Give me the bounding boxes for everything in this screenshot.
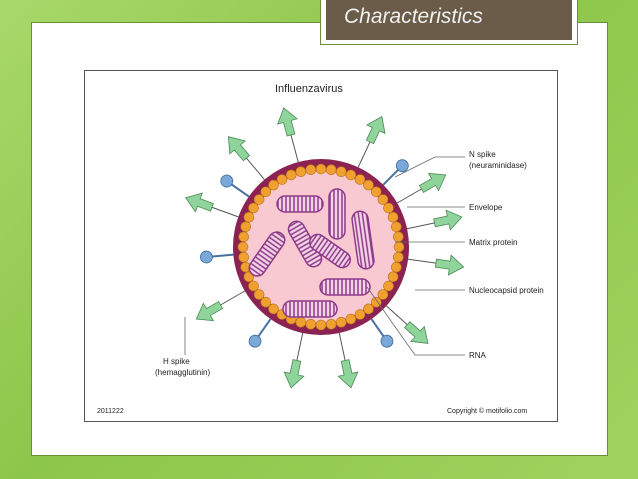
matrix-protein-ring [237, 163, 405, 331]
label-h-spike: H spike [163, 357, 190, 366]
h-spike [391, 165, 452, 213]
rna-segment [308, 233, 352, 269]
matrix-protein-bead [377, 289, 389, 300]
matrix-protein-bead [345, 169, 357, 181]
n-spike [377, 156, 412, 191]
copyright-text: Copyright © motifolio.com [447, 407, 527, 415]
matrix-protein-bead [285, 169, 297, 181]
matrix-protein-bead [387, 271, 399, 283]
matrix-protein-bead [363, 303, 374, 315]
matrix-protein-bead [354, 309, 366, 320]
matrix-protein-bead [390, 221, 402, 233]
matrix-protein-bead [335, 166, 347, 177]
n-spike [198, 247, 235, 265]
rna-segment [319, 278, 371, 296]
matrix-protein-bead [315, 319, 327, 331]
matrix-protein-bead [276, 174, 288, 185]
matrix-protein-bead [370, 186, 382, 198]
rna-segment [282, 300, 338, 318]
matrix-protein-bead [295, 166, 307, 177]
matrix-protein-bead [383, 280, 394, 292]
slide-title: Characteristics [326, 0, 572, 40]
matrix-protein-bead [253, 289, 265, 300]
n-spike [217, 171, 254, 203]
diagram-frame: Influenzavirus [84, 70, 558, 422]
matrix-protein-bead [248, 280, 259, 292]
rna-segment [328, 188, 346, 240]
matrix-protein-bead [238, 231, 249, 243]
matrix-protein-bead [393, 241, 405, 253]
matrix-protein-bead [325, 164, 337, 175]
matrix-protein-bead [237, 241, 249, 253]
h-spike [280, 330, 313, 391]
label-n-spike: N spike [469, 150, 496, 159]
matrix-protein-bead [305, 164, 317, 175]
rna-segment [351, 210, 375, 270]
label-h-spike-sub: (hemagglutinin) [155, 368, 210, 377]
matrix-protein-bead [392, 231, 404, 243]
h-spike [404, 206, 465, 239]
influenza-virus-diagram: Influenzavirus [97, 83, 544, 415]
matrix-protein-bead [335, 317, 347, 328]
matrix-protein-bead [377, 194, 389, 205]
h-spike [406, 248, 466, 278]
label-n-spike-sub: (neuraminidase) [469, 161, 527, 170]
rna-segments [248, 188, 375, 318]
matrix-protein-bead [260, 296, 272, 308]
label-matrix-protein: Matrix protein [469, 238, 517, 247]
matrix-protein-bead [268, 303, 279, 315]
rna-segment [248, 231, 286, 277]
h-spike [273, 104, 309, 166]
matrix-protein-bead [243, 211, 255, 223]
leader-lines [184, 156, 465, 356]
rna-segment [276, 195, 324, 213]
matrix-protein-bead [315, 163, 327, 175]
matrix-protein-bead [325, 319, 337, 330]
matrix-protein-bead [345, 313, 357, 325]
h-spike [348, 111, 392, 172]
h-spike [181, 187, 243, 227]
matrix-protein-bead [363, 179, 374, 191]
matrix-protein-bead [248, 202, 259, 214]
matrix-protein-bead [383, 202, 394, 214]
matrix-protein-bead [268, 179, 279, 191]
label-nucleocapsid-protein: Nucleocapsid protein [469, 286, 544, 295]
h-spike [190, 281, 251, 329]
matrix-protein-bead [260, 186, 272, 198]
matrix-protein-bead [387, 211, 399, 223]
label-rna: RNA [469, 351, 487, 360]
matrix-protein-bead [392, 251, 404, 263]
matrix-protein-bead [240, 221, 251, 233]
matrix-protein-bead [370, 296, 382, 308]
diagram-title: Influenzavirus [275, 83, 343, 95]
title-tab: Characteristics [320, 0, 578, 45]
matrix-protein-bead [253, 194, 265, 205]
matrix-protein-bead [354, 174, 366, 185]
matrix-protein-bead [390, 261, 402, 273]
matrix-protein-bead [238, 251, 249, 263]
matrix-protein-bead [295, 317, 307, 328]
h-spike [329, 330, 362, 391]
n-spike [245, 314, 277, 351]
label-envelope: Envelope [469, 203, 503, 212]
figure-id: 2011222 [97, 408, 124, 415]
matrix-protein-bead [305, 319, 317, 330]
